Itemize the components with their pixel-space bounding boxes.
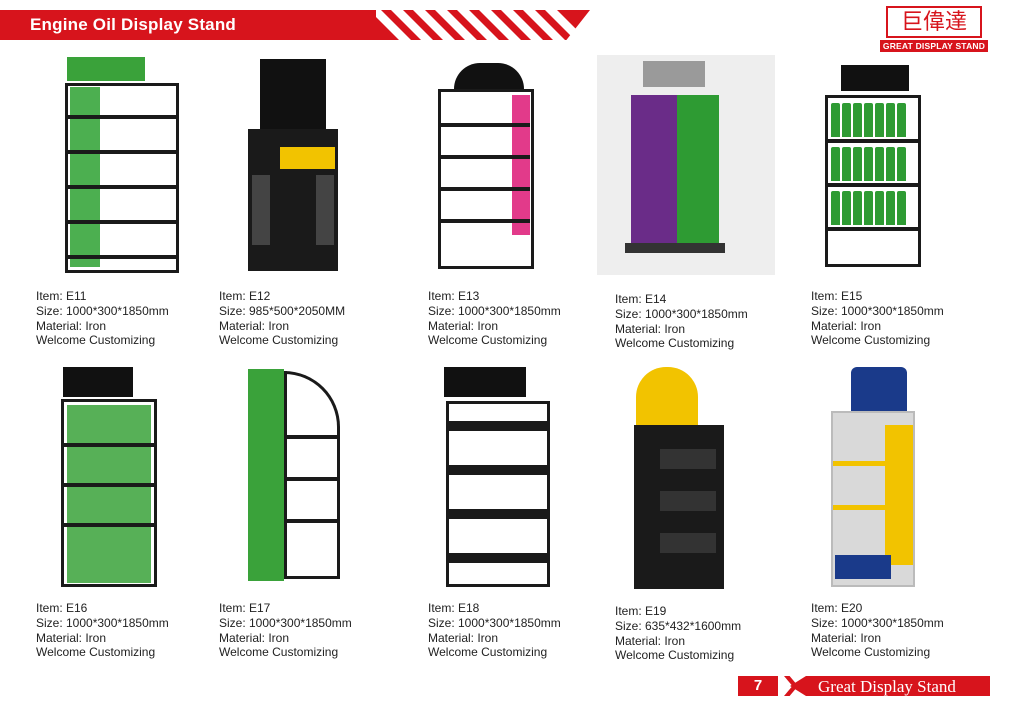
product-image-e13 xyxy=(432,55,622,275)
product-image-e14 xyxy=(597,55,775,275)
item-material: Material: Iron xyxy=(615,321,686,336)
item-size: Size: 1000*300*1850mm xyxy=(36,303,169,318)
item-code: Item: E16 xyxy=(36,601,88,615)
item-material: Material: Iron xyxy=(811,318,882,333)
item-size: Size: 1000*300*1850mm xyxy=(428,303,561,318)
product-card-e11 xyxy=(40,55,230,275)
product-image-e19 xyxy=(630,365,820,589)
item-size: Size: 1000*300*1850mm xyxy=(615,306,748,321)
item-code: Item: E14 xyxy=(615,292,667,306)
item-note: Welcome Customizing xyxy=(811,645,931,660)
product-card-e13 xyxy=(432,55,622,275)
product-card-e18 xyxy=(440,365,630,587)
item-code: Item: E20 xyxy=(811,601,863,615)
product-image-e15 xyxy=(815,55,1005,275)
product-caption-e17: Item: E17 Size: 1000*300*1850mm Material… xyxy=(219,601,352,660)
page-title: Engine Oil Display Stand xyxy=(30,15,237,34)
item-code: Item: E18 xyxy=(428,601,480,615)
brand-logo: 巨偉達 GREAT DISPLAY STAND xyxy=(880,6,988,52)
product-caption-e18: Item: E18 Size: 1000*300*1850mm Material… xyxy=(428,601,561,660)
product-caption-e20: Item: E20 Size: 1000*300*1850mm Material… xyxy=(811,601,944,660)
item-material: Material: Iron xyxy=(428,630,499,645)
item-note: Welcome Customizing xyxy=(428,333,548,348)
item-size: Size: 1000*300*1850mm xyxy=(36,615,169,630)
item-material: Material: Iron xyxy=(36,318,107,333)
product-caption-e15: Item: E15 Size: 1000*300*1850mm Material… xyxy=(811,289,944,348)
product-image-e18 xyxy=(440,365,630,587)
product-caption-e14: Item: E14 Size: 1000*300*1850mm Material… xyxy=(615,292,748,351)
product-caption-e19: Item: E19 Size: 635*432*1600mm Material:… xyxy=(615,604,741,663)
item-material: Material: Iron xyxy=(219,318,290,333)
item-material: Material: Iron xyxy=(811,630,882,645)
product-caption-e11: Item: E11 Size: 1000*300*1850mm Material… xyxy=(36,289,169,348)
item-code: Item: E11 xyxy=(36,289,87,303)
item-size: Size: 1000*300*1850mm xyxy=(811,303,944,318)
item-size: Size: 635*432*1600mm xyxy=(615,618,742,633)
item-material: Material: Iron xyxy=(428,318,499,333)
product-caption-e13: Item: E13 Size: 1000*300*1850mm Material… xyxy=(428,289,561,348)
item-note: Welcome Customizing xyxy=(219,333,339,348)
product-card-e15 xyxy=(815,55,1005,275)
product-image-e11 xyxy=(40,55,230,275)
item-size: Size: 1000*300*1850mm xyxy=(811,615,944,630)
product-image-e20 xyxy=(825,365,1015,587)
item-size: Size: 1000*300*1850mm xyxy=(428,615,561,630)
item-size: Size: 1000*300*1850mm xyxy=(219,615,352,630)
item-code: Item: E12 xyxy=(219,289,271,303)
item-code: Item: E15 xyxy=(811,289,863,303)
item-note: Welcome Customizing xyxy=(615,648,735,663)
product-card-e14 xyxy=(597,55,787,275)
product-card-e16 xyxy=(55,365,245,587)
item-note: Welcome Customizing xyxy=(811,333,931,348)
logo-english-text: GREAT DISPLAY STAND xyxy=(880,40,988,52)
item-note: Welcome Customizing xyxy=(36,645,156,660)
product-image-e16 xyxy=(55,365,245,587)
header-stripes xyxy=(376,10,590,40)
product-image-e17 xyxy=(240,365,430,585)
item-code: Item: E19 xyxy=(615,604,667,618)
item-material: Material: Iron xyxy=(219,630,290,645)
item-material: Material: Iron xyxy=(36,630,107,645)
product-caption-e16: Item: E16 Size: 1000*300*1850mm Material… xyxy=(36,601,169,660)
item-note: Welcome Customizing xyxy=(36,333,156,348)
product-card-e17 xyxy=(240,365,430,585)
item-note: Welcome Customizing xyxy=(428,645,548,660)
item-material: Material: Iron xyxy=(615,633,686,648)
product-caption-e12: Item: E12 Size: 985*500*2050MM Material:… xyxy=(219,289,345,348)
footer-brand: Great Display Stand xyxy=(818,677,956,696)
item-note: Welcome Customizing xyxy=(615,336,735,351)
item-note: Welcome Customizing xyxy=(219,645,339,660)
item-code: Item: E13 xyxy=(428,289,480,303)
item-code: Item: E17 xyxy=(219,601,271,615)
product-card-e12 xyxy=(230,55,420,275)
footer-banner xyxy=(790,676,990,696)
product-card-e20 xyxy=(825,365,1015,587)
product-card-e19 xyxy=(630,365,820,589)
page-number: 7 xyxy=(738,676,778,696)
logo-chinese-text: 巨偉達 xyxy=(886,6,982,38)
product-image-e12 xyxy=(230,55,420,275)
item-size: Size: 985*500*2050MM xyxy=(219,303,346,318)
